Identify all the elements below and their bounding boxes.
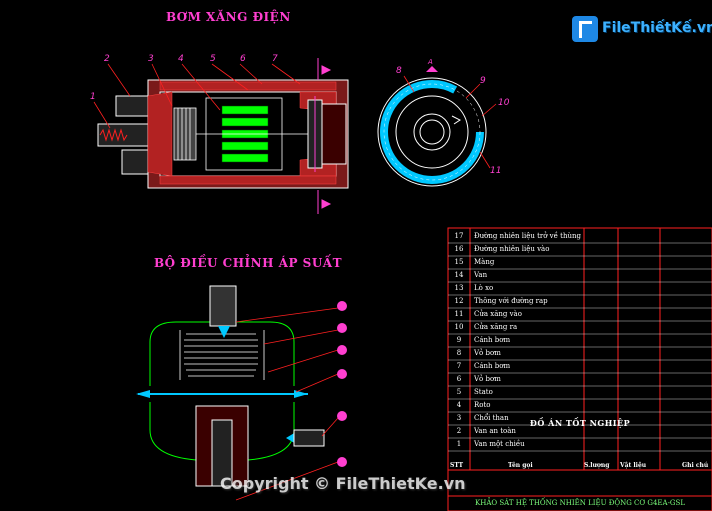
bom-row-name: Vỏ bơm bbox=[474, 375, 501, 383]
bom-row-name: Lò xo bbox=[474, 284, 494, 292]
header-qty: S.lượng bbox=[584, 462, 610, 469]
bom-row: 15 Màng bbox=[448, 256, 712, 269]
impeller bbox=[307, 96, 347, 172]
bom-row-stt: 3 bbox=[456, 414, 462, 422]
pump-title: BƠM XĂNG ĐIỆN bbox=[166, 10, 291, 24]
regulator-callout-leaders bbox=[235, 307, 339, 501]
bom-row: 5 Stato bbox=[448, 386, 712, 399]
bom-row-stt: 6 bbox=[456, 375, 462, 383]
bom-row-name: Cửa xăng ra bbox=[474, 323, 518, 331]
bom-row: 3 Chổi than bbox=[448, 412, 712, 425]
bom-row-stt: 13 bbox=[454, 284, 464, 292]
bom-row-name: Stato bbox=[474, 388, 493, 396]
bom-row-lines bbox=[448, 242, 712, 452]
callout-9: 9 bbox=[480, 76, 486, 86]
bom-row-name: Van một chiều bbox=[474, 440, 525, 448]
callout-2: 2 bbox=[104, 54, 110, 64]
callout-3: 3 bbox=[148, 54, 154, 64]
header-name: Tên gọi bbox=[508, 462, 533, 469]
bom-row-name: Thông với đường rap bbox=[474, 297, 548, 305]
inlet-spring bbox=[99, 128, 128, 142]
bom-row-name: Van bbox=[474, 271, 488, 279]
section-label-a: A bbox=[428, 58, 433, 66]
header-note: Ghi chú bbox=[682, 462, 709, 469]
bom-row: 1 Van một chiều bbox=[448, 438, 712, 451]
logo-mark-icon bbox=[572, 16, 598, 42]
bom-row-stt: 9 bbox=[456, 336, 462, 344]
header-stt: STT bbox=[450, 462, 464, 469]
callout-11: 11 bbox=[490, 166, 502, 176]
bom-row-name: Chổi than bbox=[474, 414, 509, 422]
bom-row: 10 Cửa xăng ra bbox=[448, 321, 712, 334]
header-material: Vật liệu bbox=[620, 462, 647, 469]
bom-row: 14 Van bbox=[448, 269, 712, 282]
regulator-callout-bubbles bbox=[337, 301, 347, 467]
bom-row-stt: 2 bbox=[456, 427, 462, 435]
bom-row-stt: 17 bbox=[454, 232, 464, 240]
section-markers bbox=[317, 58, 332, 214]
bom-row-stt: 5 bbox=[456, 388, 462, 396]
bom-row-name: Cánh bơm bbox=[474, 362, 511, 370]
callout-leaders bbox=[93, 63, 301, 129]
callout-1: 1 bbox=[90, 92, 96, 102]
regulator-title: BỘ ĐIỀU CHỈNH ÁP SUẤT bbox=[154, 256, 343, 270]
bom-row-name: Đường nhiên liệu trở về thùng bbox=[474, 232, 581, 240]
logo-text: FileThiếtKế.vn bbox=[602, 20, 712, 36]
commutator bbox=[173, 107, 197, 161]
bom-row-stt: 14 bbox=[454, 271, 464, 279]
project-title: ĐỒ ÁN TỐT NGHIỆP bbox=[529, 418, 631, 428]
bom-row: 16 Đường nhiên liệu vào bbox=[448, 243, 712, 256]
callout-6: 6 bbox=[240, 54, 246, 64]
bom-row-stt: 8 bbox=[456, 349, 462, 357]
bom-row-name: Đường nhiên liệu vào bbox=[474, 245, 550, 253]
ring-section-mark bbox=[426, 66, 438, 72]
copyright-watermark: Copyright © FileThietKe.vn bbox=[220, 474, 466, 493]
bom-row-name: Vỏ bơm bbox=[474, 349, 501, 357]
bom-row: 8 Vỏ bơm bbox=[448, 347, 712, 360]
bom-row: 11 Cửa xăng vào bbox=[448, 308, 712, 321]
bom-row: 7 Cánh bơm bbox=[448, 360, 712, 373]
regulator-spring bbox=[179, 330, 265, 380]
bom-table-frame bbox=[447, 227, 712, 511]
callout-8: 8 bbox=[396, 66, 402, 76]
callout-5: 5 bbox=[210, 54, 216, 64]
bom-row: 6 Vỏ bơm bbox=[448, 373, 712, 386]
filethietke-logo: FileThiếtKế.vn bbox=[572, 14, 712, 46]
bom-row-stt: 12 bbox=[454, 297, 464, 305]
bom-row: 12 Thông với đường rap bbox=[448, 295, 712, 308]
callout-4: 4 bbox=[178, 54, 184, 64]
drawing-subject: KHẢO SÁT HỆ THỐNG NHIÊN LIỆU ĐỘNG CƠ G4E… bbox=[475, 499, 685, 507]
ring-callout-leaders bbox=[403, 75, 497, 169]
bom-row-stt: 7 bbox=[456, 362, 462, 370]
rotor-core bbox=[196, 97, 316, 171]
bom-row-name: Màng bbox=[474, 258, 495, 266]
callout-7: 7 bbox=[272, 54, 278, 64]
bom-row-stt: 15 bbox=[454, 258, 464, 266]
bom-row: 2 Van an toàn bbox=[448, 425, 712, 438]
regulator-inlet-port bbox=[293, 429, 325, 447]
bom-row-name: Cửa xăng vào bbox=[474, 310, 522, 318]
bom-row: 17 Đường nhiên liệu trở về thùng bbox=[448, 230, 712, 243]
bom-row-name: Roto bbox=[474, 401, 491, 409]
ring-pump-section bbox=[377, 77, 487, 187]
bom-row-name: Cánh bơm bbox=[474, 336, 511, 344]
bom-row-stt: 1 bbox=[456, 440, 462, 448]
bom-row-stt: 4 bbox=[456, 401, 462, 409]
bom-row-stt: 10 bbox=[454, 323, 464, 331]
bom-row: 9 Cánh bơm bbox=[448, 334, 712, 347]
bom-row: 4 Roto bbox=[448, 399, 712, 412]
bom-row-stt: 16 bbox=[454, 245, 464, 253]
bom-row: 13 Lò xo bbox=[448, 282, 712, 295]
bom-row-name: Van an toàn bbox=[474, 427, 516, 435]
callout-10: 10 bbox=[498, 98, 510, 108]
pressure-regulator-drawing bbox=[149, 285, 295, 487]
bom-row-stt: 11 bbox=[454, 310, 464, 318]
